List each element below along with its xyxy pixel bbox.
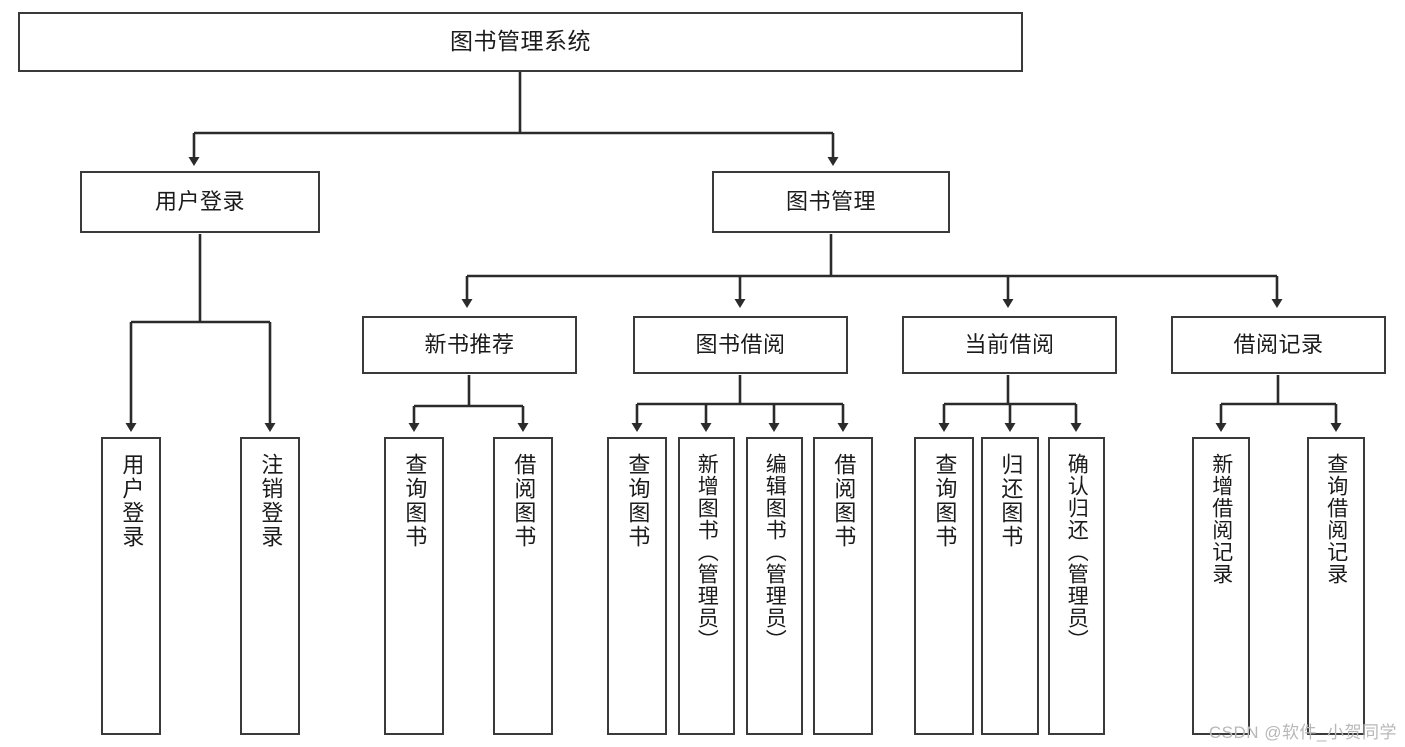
node-label: 图书管理 xyxy=(785,189,876,215)
leaf-edit-book-admin[interactable]: 编辑图书（管理员） xyxy=(746,437,803,735)
leaf-query-book-recommend[interactable]: 查询图书 xyxy=(384,437,444,735)
node-label: 借阅图书 xyxy=(511,453,537,549)
node-book-borrow[interactable]: 图书借阅 xyxy=(633,316,848,374)
leaf-user-logout[interactable]: 注销登录 xyxy=(240,437,300,735)
node-borrow-record[interactable]: 借阅记录 xyxy=(1171,316,1386,374)
node-label: 新增图书（管理员） xyxy=(695,453,719,651)
node-label: 注销登录 xyxy=(258,453,284,549)
leaf-query-book-current[interactable]: 查询图书 xyxy=(914,437,974,735)
node-book-management[interactable]: 图书管理 xyxy=(712,171,950,233)
leaf-add-borrow-record[interactable]: 新增借阅记录 xyxy=(1192,437,1250,735)
node-label: 借阅图书 xyxy=(831,453,857,549)
node-label: 用户登录 xyxy=(154,189,245,215)
node-label: 新书推荐 xyxy=(424,332,515,358)
node-label: 查询图书 xyxy=(932,453,958,549)
leaf-add-book-admin[interactable]: 新增图书（管理员） xyxy=(678,437,735,735)
csdn-watermark: CSDN @软件_小贺同学 xyxy=(1208,723,1397,742)
leaf-query-book-borrow[interactable]: 查询图书 xyxy=(607,437,667,735)
node-label: 当前借阅 xyxy=(964,332,1055,358)
node-label: 图书借阅 xyxy=(695,332,786,358)
leaf-return-book[interactable]: 归还图书 xyxy=(981,437,1039,735)
node-label: 查询借阅记录 xyxy=(1324,453,1348,585)
node-label: 新增借阅记录 xyxy=(1209,453,1233,585)
node-label: 编辑图书（管理员） xyxy=(763,453,787,651)
node-label: 确认归还（管理员） xyxy=(1065,453,1089,651)
leaf-user-login[interactable]: 用户登录 xyxy=(101,437,161,735)
node-current-borrow[interactable]: 当前借阅 xyxy=(902,316,1117,374)
node-label: 图书管理系统 xyxy=(450,28,591,55)
node-label: 归还图书 xyxy=(998,453,1024,549)
node-label: 用户登录 xyxy=(119,453,145,549)
leaf-confirm-return-admin[interactable]: 确认归还（管理员） xyxy=(1048,437,1105,735)
node-label: 查询图书 xyxy=(402,453,428,549)
leaf-borrow-book[interactable]: 借阅图书 xyxy=(813,437,873,735)
node-new-book-recommend[interactable]: 新书推荐 xyxy=(362,316,577,374)
node-label: 借阅记录 xyxy=(1233,332,1324,358)
node-user-login[interactable]: 用户登录 xyxy=(80,171,320,233)
leaf-query-borrow-record[interactable]: 查询借阅记录 xyxy=(1307,437,1365,735)
node-label: 查询图书 xyxy=(625,453,651,549)
leaf-borrow-book-recommend[interactable]: 借阅图书 xyxy=(493,437,553,735)
node-root-book-management-system[interactable]: 图书管理系统 xyxy=(18,12,1023,72)
